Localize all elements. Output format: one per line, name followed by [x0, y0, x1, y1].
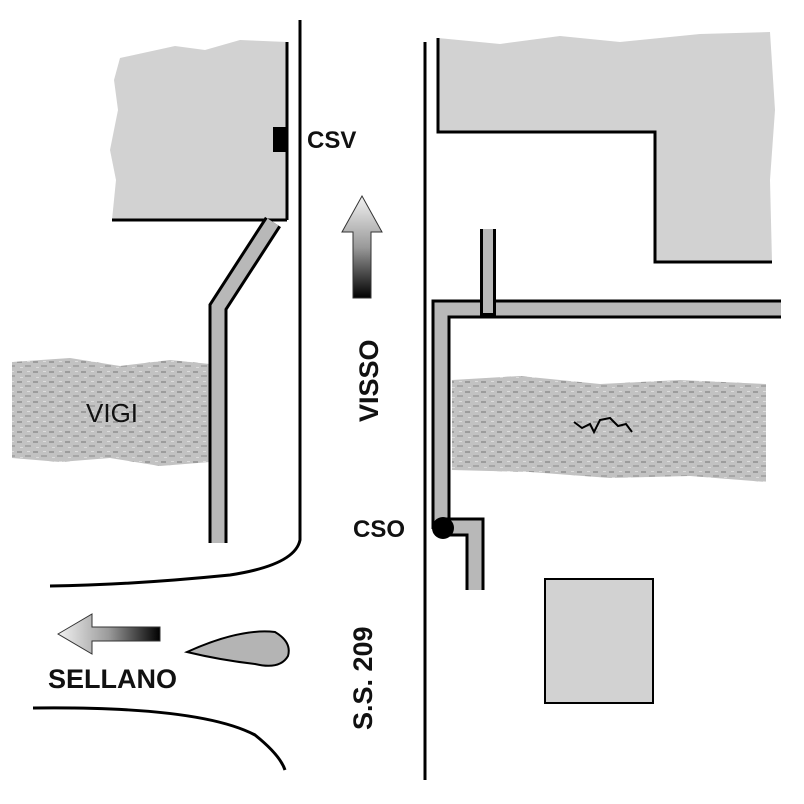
csv-label: CSV	[307, 127, 356, 154]
building-bottom-right	[544, 578, 654, 704]
river-vigi-right	[452, 376, 766, 482]
vigi-label: VIGI	[86, 398, 138, 428]
road-number-label: S.S. 209	[348, 626, 378, 730]
west-arrow-icon	[57, 613, 161, 655]
csv-marker-icon	[273, 127, 286, 152]
building-top-right-edge	[436, 38, 772, 264]
road-ss209-west-edge	[49, 20, 302, 588]
north-arrow-icon	[341, 194, 383, 299]
sellano-label: SELLANO	[48, 664, 177, 694]
pipe-right-main-fill	[434, 302, 781, 529]
cso-marker-icon	[432, 517, 454, 539]
building-top-right	[438, 32, 775, 262]
road-sellano-south-edge	[32, 706, 287, 771]
building-top-left	[110, 40, 287, 220]
river-vigi-left	[12, 358, 210, 466]
river-debris	[573, 416, 633, 435]
cso-label: CSO	[353, 516, 405, 543]
traffic-island	[183, 630, 290, 667]
pipe-left-fill	[211, 218, 279, 543]
visso-label: VISSO	[354, 339, 384, 422]
